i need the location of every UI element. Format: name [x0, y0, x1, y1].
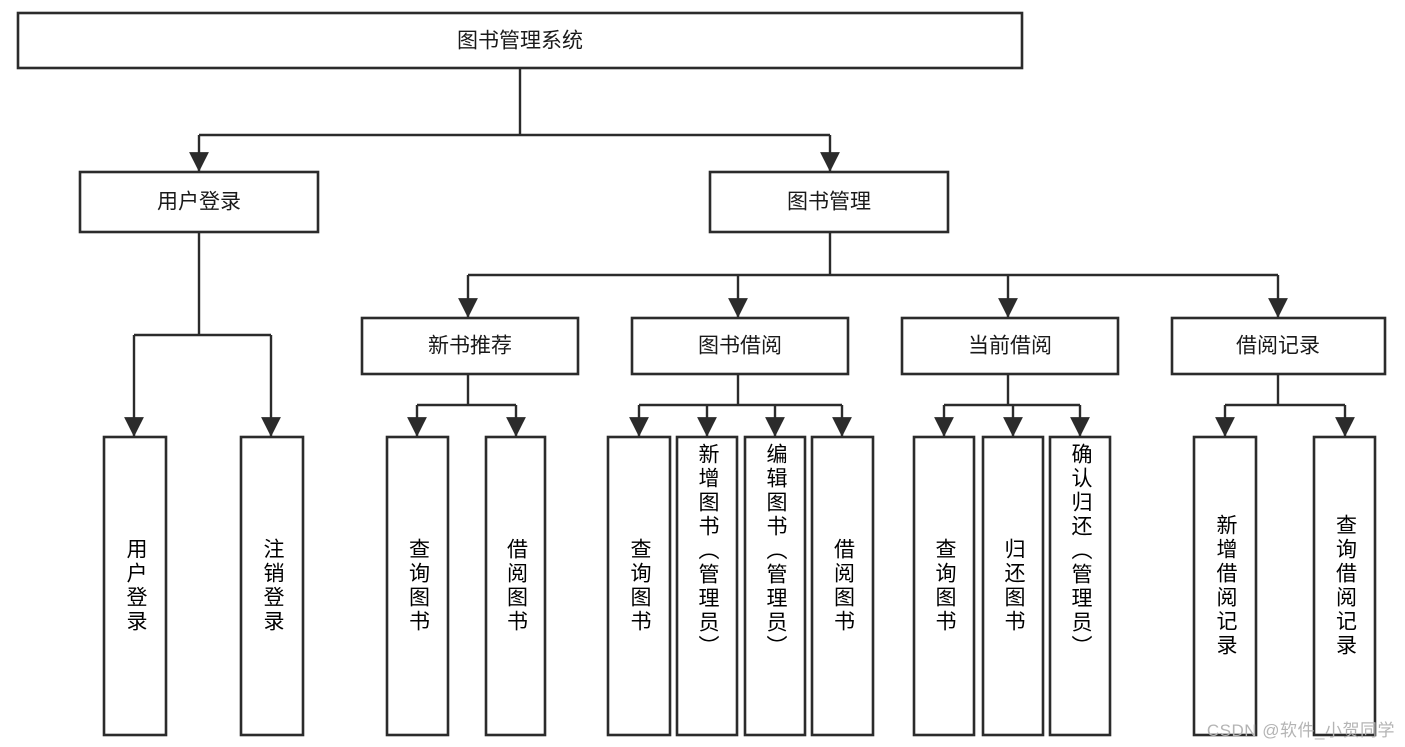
node-current-borrow-box[interactable] — [900, 316, 1120, 376]
leaf-add-record-text-wrap: 新增借阅记录 — [1214, 514, 1237, 658]
leaf-user-login-text-wrap: 用户登录 — [124, 538, 147, 634]
node-book-borrow-label: 图书借阅 — [698, 335, 782, 358]
leaf-borrow-book-2-text-wrap: 借阅图书 — [831, 538, 855, 634]
node-book-manage-box[interactable] — [708, 170, 950, 234]
leaf-return-book-box[interactable] — [981, 435, 1045, 737]
leaf-add-book-text-wrap: 新增图书（管理员） — [696, 443, 719, 659]
leaf-confirm-return-text-wrap: 确认归还（管理员） — [1069, 443, 1092, 659]
leaf-add-book[interactable]: 新增图书（管理员） — [675, 435, 739, 737]
node-borrow-record[interactable]: 借阅记录 — [1170, 316, 1387, 376]
leaf-query-book-1-box[interactable] — [385, 435, 450, 737]
leaf-query-book-2-box[interactable] — [606, 435, 672, 737]
node-root-label: 图书管理系统 — [457, 30, 583, 53]
leaf-add-book-label: 新增图书（管理员） — [696, 443, 719, 659]
node-book-borrow-box[interactable] — [630, 316, 850, 376]
leaf-borrow-book-2-box[interactable] — [810, 435, 875, 737]
leaf-borrow-book-2[interactable]: 借阅图书 — [810, 435, 875, 737]
leaf-borrow-book-1[interactable]: 借阅图书 — [484, 435, 547, 737]
leaf-edit-book-box[interactable] — [743, 435, 807, 737]
node-borrow-record-label: 借阅记录 — [1236, 335, 1320, 358]
leaf-add-record[interactable]: 新增借阅记录 — [1192, 435, 1258, 737]
leaf-confirm-return-label: 确认归还（管理员） — [1069, 443, 1092, 659]
leaf-borrow-book-2-label: 借阅图书 — [831, 538, 855, 634]
leaf-query-book-3-label: 查询图书 — [933, 538, 956, 634]
node-new-book-recommend[interactable]: 新书推荐 — [360, 316, 580, 376]
node-book-borrow[interactable]: 图书借阅 — [630, 316, 850, 376]
leaf-query-book-2-label: 查询图书 — [628, 538, 651, 634]
leaf-edit-book[interactable]: 编辑图书（管理员） — [743, 435, 807, 737]
leaf-query-book-3-text-wrap: 查询图书 — [933, 538, 956, 634]
node-root-box[interactable] — [16, 11, 1024, 70]
leaf-user-logout-box[interactable] — [239, 435, 305, 737]
node-book-manage[interactable]: 图书管理 — [708, 170, 950, 234]
edge-layer — [124, 68, 1355, 437]
node-root[interactable]: 图书管理系统 — [16, 11, 1024, 70]
leaf-query-book-3-box[interactable] — [912, 435, 976, 737]
node-current-borrow[interactable]: 当前借阅 — [900, 316, 1120, 376]
leaf-query-book-1-label: 查询图书 — [406, 538, 430, 634]
leaf-query-book-2[interactable]: 查询图书 — [606, 435, 672, 737]
leaf-confirm-return[interactable]: 确认归还（管理员） — [1048, 435, 1112, 737]
leaf-confirm-return-box[interactable] — [1048, 435, 1112, 737]
leaf-borrow-book-1-text-wrap: 借阅图书 — [504, 538, 528, 634]
node-new-book-recommend-box[interactable] — [360, 316, 580, 376]
leaf-query-record[interactable]: 查询借阅记录 — [1312, 435, 1377, 737]
leaf-return-book-label: 归还图书 — [1002, 538, 1025, 634]
leaf-query-record-box[interactable] — [1312, 435, 1377, 737]
leaf-user-logout-label: 注销登录 — [261, 538, 284, 634]
leaf-return-book[interactable]: 归还图书 — [981, 435, 1045, 737]
leaf-user-logout-text-wrap: 注销登录 — [261, 538, 284, 634]
leaf-query-record-text-wrap: 查询借阅记录 — [1333, 514, 1357, 658]
node-book-manage-label: 图书管理 — [787, 191, 871, 214]
leaf-edit-book-text-wrap: 编辑图书（管理员） — [764, 443, 787, 659]
leaf-edit-book-label: 编辑图书（管理员） — [764, 443, 787, 659]
leaf-user-login-box[interactable] — [102, 435, 168, 737]
leaf-query-book-1[interactable]: 查询图书 — [385, 435, 450, 737]
leaf-borrow-book-1-box[interactable] — [484, 435, 547, 737]
node-user-login-box[interactable] — [78, 170, 320, 234]
leaf-query-book-2-text-wrap: 查询图书 — [628, 538, 651, 634]
leaf-query-record-label: 查询借阅记录 — [1333, 514, 1357, 658]
leaf-add-record-label: 新增借阅记录 — [1214, 514, 1237, 658]
leaf-query-book-1-text-wrap: 查询图书 — [406, 538, 430, 634]
leaf-add-record-box[interactable] — [1192, 435, 1258, 737]
node-current-borrow-label: 当前借阅 — [968, 335, 1052, 358]
node-user-login[interactable]: 用户登录 — [78, 170, 320, 234]
leaf-query-book-3[interactable]: 查询图书 — [912, 435, 976, 737]
leaf-borrow-book-1-label: 借阅图书 — [504, 538, 528, 634]
leaf-add-book-box[interactable] — [675, 435, 739, 737]
node-user-login-label: 用户登录 — [157, 191, 241, 214]
node-borrow-record-box[interactable] — [1170, 316, 1387, 376]
leaf-return-book-text-wrap: 归还图书 — [1002, 538, 1025, 634]
leaf-user-login[interactable]: 用户登录 — [102, 435, 168, 737]
leaf-user-logout[interactable]: 注销登录 — [239, 435, 305, 737]
node-new-book-recommend-label: 新书推荐 — [428, 335, 512, 358]
leaf-user-login-label: 用户登录 — [124, 538, 147, 634]
